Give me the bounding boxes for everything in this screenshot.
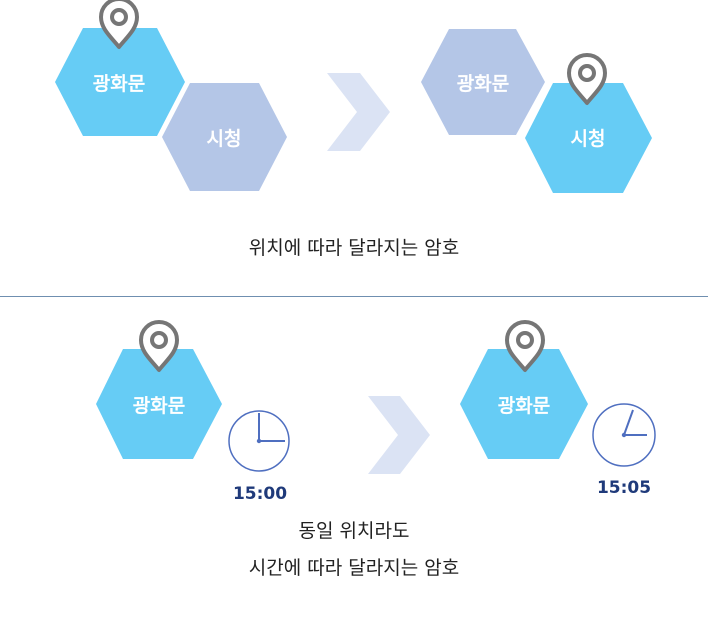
- top-before-group: 광화문 시청: [55, 0, 287, 191]
- top-caption: 위치에 따라 달라지는 암호: [248, 237, 460, 259]
- bottom-caption-line1: 동일 위치라도: [298, 520, 410, 542]
- hex-gwanghwamun-inactive: [421, 29, 545, 135]
- time-label: 15:05: [597, 478, 651, 498]
- hex-sicheong-label: 시청: [571, 128, 606, 150]
- hex-gwanghwamun-label: 광화문: [498, 395, 550, 417]
- bottom-caption-line2: 시간에 따라 달라지는 암호: [248, 557, 460, 579]
- clock-icon: [592, 403, 656, 467]
- hex-gwanghwamun-label: 광화문: [133, 395, 185, 417]
- chevron-right-icon: [327, 73, 390, 151]
- section-divider: [0, 296, 708, 297]
- clock-icon: [228, 410, 290, 472]
- bottom-before-group: 광화문 15:00: [96, 320, 290, 504]
- hex-gwanghwamun-active: [460, 349, 588, 459]
- hex-gwanghwamun-label: 광화문: [457, 73, 509, 95]
- time-label: 15:00: [233, 484, 287, 504]
- hex-gwanghwamun-label: 광화문: [93, 73, 145, 95]
- top-after-group: 광화문 시청: [421, 29, 652, 193]
- chevron-right-icon: [368, 396, 430, 474]
- bottom-after-group: 광화문 15:05: [460, 320, 656, 498]
- hex-sicheong-label: 시청: [207, 128, 242, 150]
- hex-gwanghwamun-active: [55, 28, 185, 136]
- hex-sicheong-active: [525, 83, 652, 193]
- hex-gwanghwamun-active: [96, 349, 222, 459]
- hex-sicheong-inactive: [162, 83, 287, 191]
